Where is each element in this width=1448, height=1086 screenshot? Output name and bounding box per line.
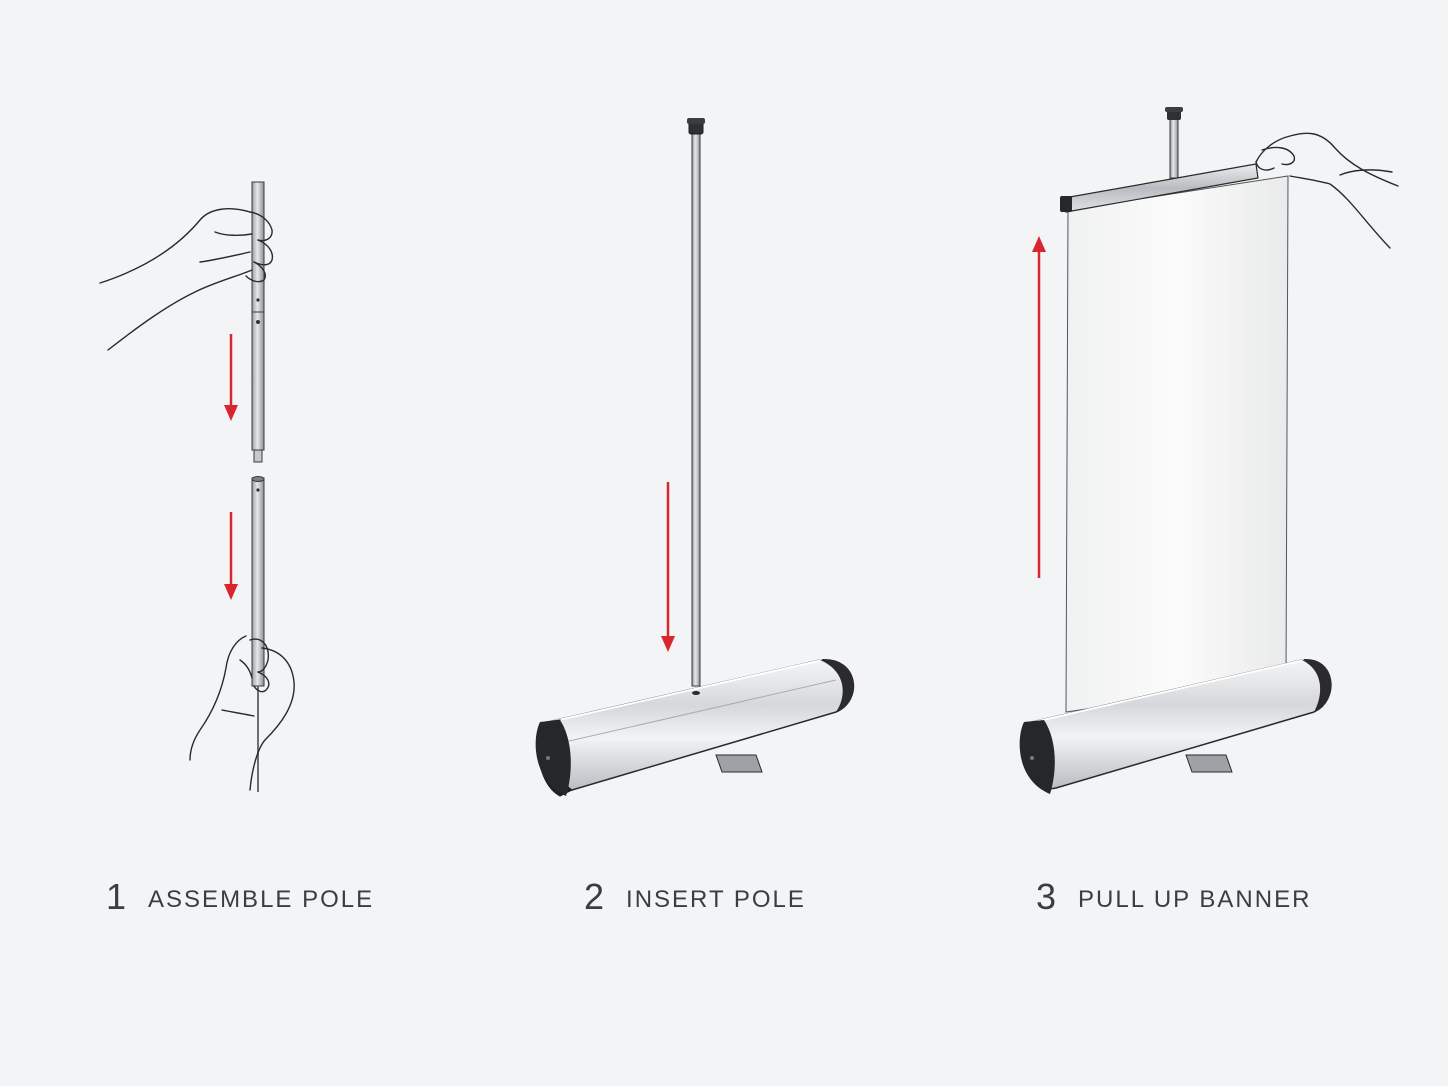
down-arrow	[661, 482, 675, 652]
up-arrow	[1032, 236, 1046, 578]
lower-pole-section	[251, 476, 265, 792]
step-number: 3	[1036, 876, 1057, 917]
pole-top	[1165, 107, 1183, 179]
down-arrow-lower	[224, 512, 238, 600]
step-label: ASSEMBLE POLE	[148, 886, 375, 913]
roller-base	[1019, 659, 1332, 794]
roller-base	[535, 659, 855, 797]
step-1-caption: 1 ASSEMBLE POLE	[106, 872, 374, 922]
step-1-illustration	[99, 181, 295, 792]
step-3-illustration	[1019, 107, 1399, 794]
step-number: 1	[106, 876, 127, 917]
pole	[687, 118, 705, 687]
step-2-illustration	[535, 118, 855, 797]
down-arrow-upper	[224, 334, 238, 421]
upper-pole-section	[251, 181, 265, 463]
step-number: 2	[584, 876, 605, 917]
step-3-caption: 3 PULL UP BANNER	[1036, 872, 1311, 922]
upper-hand	[99, 208, 274, 351]
top-rail	[1060, 163, 1259, 213]
hand	[1255, 132, 1399, 249]
step-label: INSERT POLE	[626, 886, 806, 913]
step-2-caption: 2 INSERT POLE	[584, 872, 806, 922]
lower-hand	[189, 635, 295, 791]
banner-sheet	[1065, 175, 1289, 713]
step-label: PULL UP BANNER	[1078, 886, 1312, 913]
